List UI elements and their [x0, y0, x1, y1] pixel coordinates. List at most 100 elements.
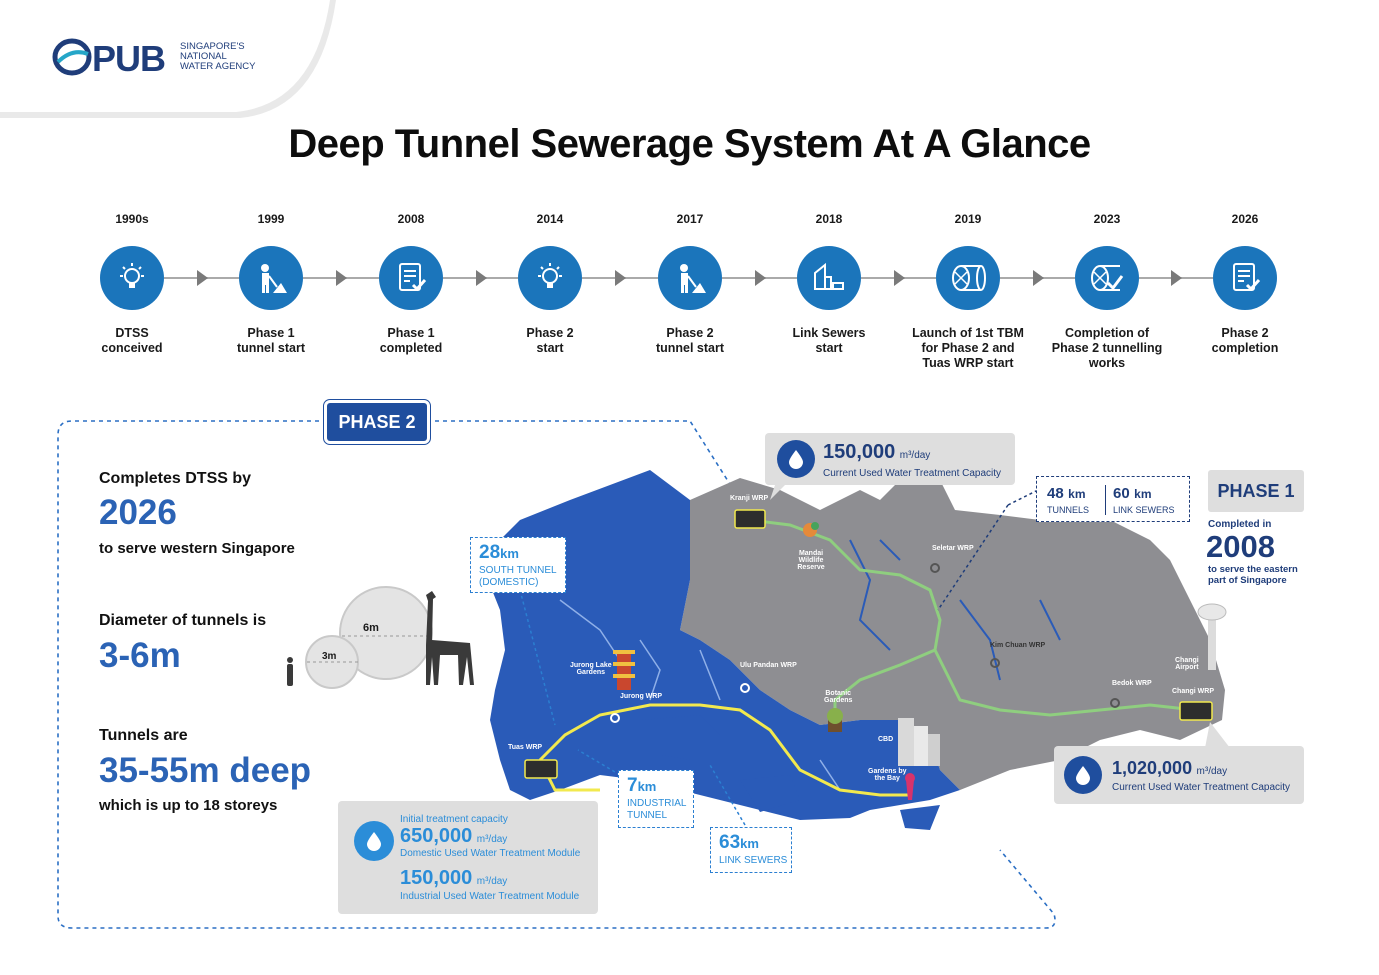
capacity1-value: 650,000 m³/day	[400, 825, 507, 848]
timeline-label-line: Phase 1	[387, 326, 435, 340]
capacity2-num: 150,000	[400, 867, 473, 889]
map-label-kranji: Kranji WRP	[730, 495, 769, 502]
link-sewers-box: 63km LINK SEWERS	[710, 827, 792, 873]
industrial-tunnel-unit: km	[637, 779, 657, 794]
worker-icon	[239, 246, 303, 310]
timeline-arrow-icon	[893, 270, 905, 286]
kranji-wrp-icon	[734, 509, 766, 529]
sewer-icon	[797, 246, 861, 310]
timeline-label-line: start	[536, 341, 564, 355]
jurong-lake-pagoda-icon	[613, 650, 635, 690]
south-tunnel-box: 28km SOUTH TUNNEL(DOMESTIC)	[470, 537, 566, 593]
map-label-gardens-bay-1: Gardens by	[868, 768, 907, 775]
water-drop-icon	[1064, 756, 1102, 794]
industrial-tunnel-desc-1: INDUSTRIAL	[627, 798, 687, 809]
map-label-mandai-1: Mandai Wildlife	[798, 550, 824, 564]
timeline-year: 1999	[257, 212, 285, 226]
phase1-tunnel-line	[749, 518, 1196, 717]
diameter-3m-label: 3m	[322, 651, 337, 662]
phase2-region	[480, 470, 960, 820]
timeline-label-line: completed	[379, 341, 443, 355]
phase1-serve-1: to serve the eastern	[1208, 564, 1298, 575]
link-sewers-stat: 63km	[719, 832, 759, 854]
changi-capacity-num: 1,020,000	[1112, 758, 1193, 778]
changi-capacity-desc: Current Used Water Treatment Capacity	[1112, 782, 1291, 793]
cbd-buildings-icon	[898, 718, 940, 766]
timeline-label-line: Phase 1	[247, 326, 295, 340]
south-tunnel-num: 28	[479, 542, 501, 563]
diameter-6m-label: 6m	[363, 622, 379, 634]
capacity-intro: Initial treatment capacity	[400, 814, 508, 825]
industrial-tunnel-desc-2: TUNNEL	[627, 810, 668, 821]
map-label-botanic-1: Botanic	[825, 690, 852, 697]
timeline-label-line: Phase 2 tunnelling	[1051, 341, 1163, 355]
map-label-cbd: CBD	[878, 736, 894, 743]
map-label-mandai-2: Reserve	[797, 564, 825, 571]
changi-capacity-box: 1,020,000 m³/day Current Used Water Trea…	[1054, 746, 1304, 804]
timeline-label-line: start	[815, 341, 843, 355]
timeline-year: 2014	[536, 212, 564, 226]
south-tunnel-desc: SOUTH TUNNEL(DOMESTIC)	[479, 565, 557, 589]
checklist-icon	[1213, 246, 1277, 310]
timeline-year: 2017	[676, 212, 704, 226]
logo-tagline-3: WATER AGENCY	[180, 61, 256, 72]
lightbulb-icon	[518, 246, 582, 310]
map-label-jurong-lake-1: Jurong Lake	[570, 662, 612, 669]
map-label-kimchuan: Kim Chuan WRP	[990, 642, 1046, 649]
capacity2-unit: m³/day	[476, 876, 508, 887]
kranji-capacity-value: 150,000 m³/day	[823, 441, 930, 464]
logo-name: PUB	[92, 38, 166, 79]
phase1-tunnels-num: 48	[1047, 485, 1064, 502]
timeline-year: 2023	[1093, 212, 1121, 226]
lightbulb-icon	[100, 246, 164, 310]
south-tunnel-desc-2: (DOMESTIC)	[479, 577, 539, 588]
map-label-tuas: Tuas WRP	[508, 744, 543, 751]
south-tunnel-unit: km	[500, 546, 519, 561]
changi-capacity-unit: m³/day	[1196, 766, 1228, 777]
map-label-changi-airport-2: Airport	[1175, 664, 1199, 671]
industrial-tunnel-stat: 7km	[627, 775, 656, 797]
ulupandan-gear-icon	[740, 683, 750, 693]
timeline-year: 2018	[815, 212, 843, 226]
pub-logo-icon	[52, 38, 92, 76]
link-sewers-desc: LINK SEWERS	[719, 855, 788, 866]
phase1-serve-2: part of Singapore	[1208, 575, 1287, 586]
timeline-arrow-icon	[475, 270, 487, 286]
timeline-label-line: Link Sewers	[792, 326, 866, 340]
capacity1-unit: m³/day	[476, 834, 508, 845]
map-label-botanic-2: Gardens	[824, 697, 853, 704]
changi-capacity-value: 1,020,000 m³/day	[1112, 758, 1227, 779]
person-silhouette-icon	[287, 657, 293, 686]
tuas-capacity-box: Initial treatment capacity 650,000 m³/da…	[338, 801, 598, 914]
phase2-tunnel-line	[538, 703, 910, 797]
gardens-by-the-bay-icon	[905, 773, 915, 800]
phase1-sewers-desc: LINK SEWERS	[1113, 505, 1175, 515]
phase2-year: 2026	[99, 493, 177, 532]
south-tunnel-desc-1: SOUTH TUNNEL	[479, 565, 557, 576]
changi-wrp-icon	[1179, 701, 1213, 721]
capacity1-desc: Domestic Used Water Treatment Module	[400, 848, 581, 859]
timeline-label-line: Tuas WRP start	[922, 356, 1014, 370]
page-title: Deep Tunnel Sewerage System At A Glance	[288, 122, 1091, 166]
timeline-label-line: for Phase 2 and	[921, 341, 1015, 355]
link-sewers-num: 63	[719, 832, 741, 853]
phase1-year: 2008	[1206, 529, 1275, 564]
tunnels-text: Tunnels are	[99, 727, 188, 744]
phase1-tunnels-desc: TUNNELS	[1047, 505, 1090, 515]
logo-tagline-2: NATIONAL	[180, 51, 227, 62]
capacity1-num: 650,000	[400, 825, 473, 847]
diameter-text: Diameter of tunnels is	[99, 612, 267, 629]
phase1-completed-text: Completed in	[1208, 519, 1272, 530]
depth-value: 35-55m deep	[99, 751, 312, 790]
jurong-gear-icon	[610, 713, 620, 723]
tuas-wrp-icon	[524, 759, 558, 779]
timeline-arrow-icon	[1032, 270, 1044, 286]
